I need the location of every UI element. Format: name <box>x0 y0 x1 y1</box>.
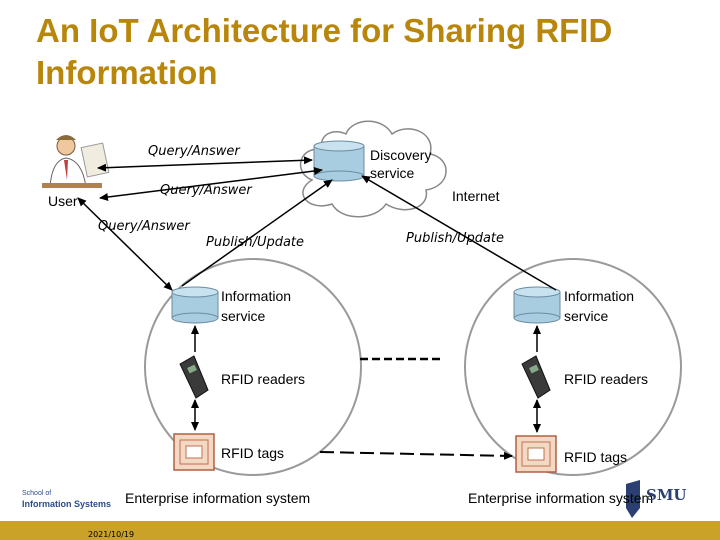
user-to-discovery-arrow-2 <box>99 167 323 201</box>
internet-label: Internet <box>452 188 500 204</box>
footer-bar <box>0 521 720 540</box>
user-to-left-info-arrow <box>77 197 173 291</box>
right-enterprise-circle <box>464 258 682 476</box>
right-rfid-tag-icon <box>515 435 557 473</box>
left-enterprise-caption: Enterprise information system <box>125 490 311 506</box>
right-info-line1: Information <box>564 288 635 304</box>
query-answer-label-3: Query/Answer <box>98 219 190 234</box>
user-label: User <box>48 193 78 209</box>
right-info-to-discovery-arrow <box>361 175 557 291</box>
tags-dashed-link <box>319 451 513 460</box>
discovery-service-label: Discovery service <box>370 146 431 182</box>
left-rfid-tag-icon <box>173 433 215 471</box>
left-enterprise-circle <box>144 258 362 476</box>
smu-logo-text: SMU <box>646 486 687 504</box>
left-rfid-tags-label: RFID tags <box>221 445 285 461</box>
right-information-service-database-icon <box>513 286 561 324</box>
footer-date: 2021/10/19 <box>88 530 135 539</box>
left-info-to-discovery-arrow <box>181 179 333 287</box>
query-answer-label-2: Query/Answer <box>160 183 252 198</box>
left-rfid-readers-label: RFID readers <box>221 371 306 387</box>
school-line1: School of <box>22 490 52 497</box>
right-rfid-tags-label: RFID tags <box>564 449 628 465</box>
right-rfid-reader-icon <box>521 355 551 399</box>
right-information-service-label: Information service <box>564 286 634 326</box>
right-info-line2: service <box>564 308 609 324</box>
school-line2: Information Systems <box>22 499 112 509</box>
school-logo: School of Information Systems <box>22 489 111 509</box>
user-icon <box>42 135 110 188</box>
left-information-service-database-icon <box>171 286 219 324</box>
discovery-service-database-icon <box>313 140 365 182</box>
discovery-line1: Discovery <box>370 147 432 163</box>
user-to-discovery-arrow <box>97 156 313 172</box>
left-rfid-reader-icon <box>179 355 209 399</box>
right-enterprise-caption: Enterprise information system <box>468 490 654 506</box>
publish-update-label-right: Publish/Update <box>406 231 505 246</box>
publish-update-label-left: Publish/Update <box>206 235 305 250</box>
query-answer-label-1: Query/Answer <box>148 144 240 159</box>
right-rfid-readers-label: RFID readers <box>564 371 649 387</box>
page-title: An IoT Architecture for Sharing RFID Inf… <box>36 12 613 91</box>
left-info-line2: service <box>221 308 266 324</box>
smu-logo-shield <box>626 480 640 518</box>
discovery-line2: service <box>370 165 415 181</box>
left-information-service-label: Information service <box>221 286 291 326</box>
left-info-line1: Information <box>221 288 292 304</box>
